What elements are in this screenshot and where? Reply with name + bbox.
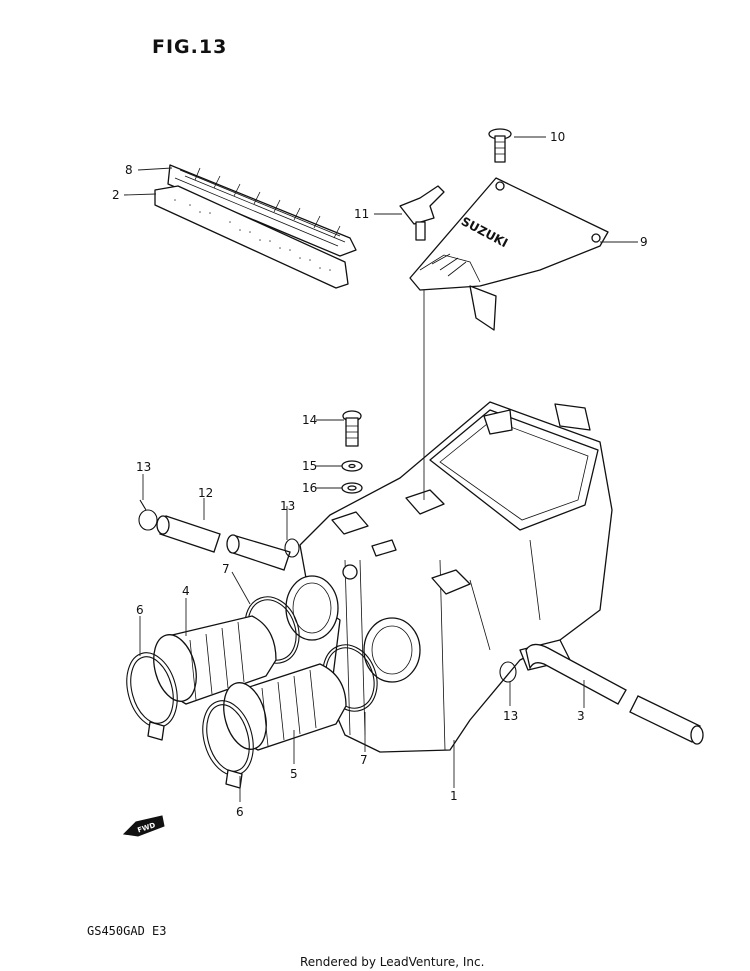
part-8-cover[interactable]: SUZUKI	[409, 177, 609, 331]
part-10-wing-bolt[interactable]	[399, 185, 445, 241]
callout-labels: 8 2 10 11 9 14 15 16 13 12 13 7 4 6 5 6 …	[112, 130, 648, 819]
callout-13-left: 13	[136, 460, 151, 474]
part-14-bolt[interactable]	[342, 410, 362, 447]
part-11-drain-hose[interactable]	[525, 643, 704, 745]
callout-14: 14	[302, 413, 317, 427]
part-16-washer[interactable]	[341, 482, 363, 494]
callout-12: 12	[198, 486, 213, 500]
callout-10: 11	[354, 207, 369, 221]
part-1-air-cleaner-case[interactable]	[285, 401, 613, 753]
part-13-clamp-center[interactable]	[284, 538, 300, 558]
callout-9: 10	[550, 130, 565, 144]
callout-6-upper: 6	[136, 603, 144, 617]
callout-7-upper: 7	[222, 562, 230, 576]
callout-13-center: 13	[280, 499, 295, 513]
part-13-clamp-left[interactable]	[138, 499, 158, 531]
part-12-hose[interactable]	[156, 515, 291, 571]
callout-5: 5	[290, 767, 298, 781]
callout-8: 9	[640, 235, 648, 249]
callout-6-lower: 6	[236, 805, 244, 819]
part-4-intake-pipe[interactable]	[147, 615, 277, 706]
callout-1: 1	[450, 789, 458, 803]
callout-16: 16	[302, 481, 317, 495]
model-code: GS450GAD E3	[87, 924, 167, 938]
part-6-clamp-upper[interactable]	[119, 647, 185, 741]
callout-13-right: 13	[503, 709, 518, 723]
render-credit: Rendered by LeadVenture, Inc.	[300, 955, 485, 969]
callout-15: 15	[302, 459, 317, 473]
part-6-clamp-lower[interactable]	[195, 695, 261, 789]
part-3-screen[interactable]	[167, 164, 357, 257]
leader-lines	[123, 136, 638, 802]
callout-11: 3	[577, 709, 585, 723]
callout-7-lower: 7	[360, 753, 368, 767]
callout-2: 2	[112, 188, 120, 202]
part-15-washer[interactable]	[341, 460, 363, 472]
part-9-screw[interactable]	[488, 128, 512, 163]
callout-4: 4	[182, 584, 190, 598]
callout-3: 8	[125, 163, 133, 177]
forward-arrow-icon: FWD	[122, 815, 165, 837]
part-13-clamp-right[interactable]	[499, 661, 517, 683]
part-2-filter-element[interactable]	[154, 185, 349, 289]
forward-direction-arrow: FWD	[122, 814, 166, 840]
figure-title: FIG.13	[152, 36, 228, 58]
